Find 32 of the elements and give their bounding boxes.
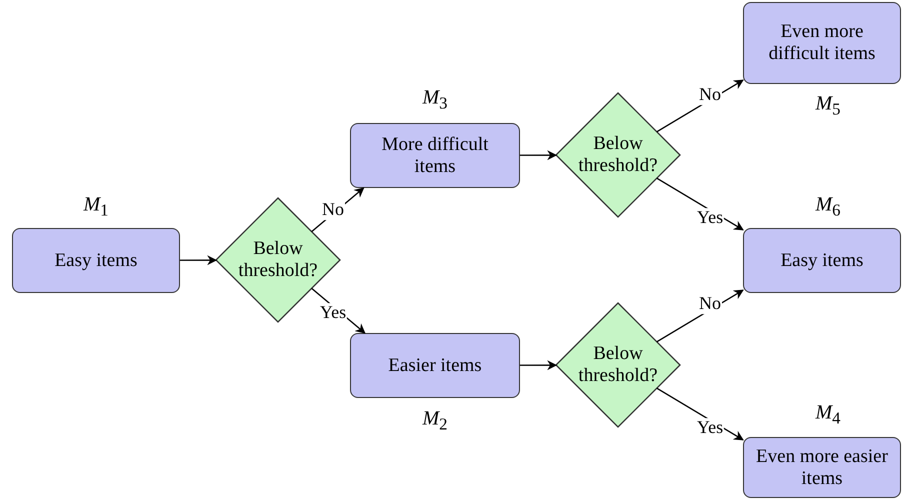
node-label: Below threshold? — [577, 133, 659, 177]
process-box — [350, 123, 520, 188]
node-label: More difficult items — [380, 134, 490, 178]
arrow — [656, 80, 744, 132]
decision-diamond — [556, 93, 680, 217]
process-box — [350, 333, 520, 398]
model-label: M$_{2}$ — [422, 408, 448, 434]
model-label: M$_{3}$ — [422, 86, 448, 114]
node-label: Below threshold? — [237, 238, 319, 282]
node-label: Easy items — [780, 250, 864, 272]
node-label: Even more easier items — [755, 446, 889, 490]
process-box — [743, 228, 901, 293]
process-box — [743, 2, 901, 84]
node-label: Even more difficult items — [768, 21, 876, 65]
node-label: Easy items — [54, 250, 138, 272]
arrow — [656, 290, 744, 342]
model-label: M$_{1}$ — [84, 194, 108, 220]
process-box — [743, 437, 901, 498]
node-label: Below threshold? — [577, 343, 659, 387]
edge-label: No — [698, 294, 722, 314]
arrow — [180, 255, 218, 266]
edge-label: No — [321, 200, 345, 220]
arrow — [520, 150, 558, 160]
node-label: Easier items — [387, 354, 483, 376]
decision-diamond — [556, 303, 680, 427]
model-label: M$_{6}$ — [816, 194, 840, 220]
model-label: M$_{5}$ — [816, 92, 840, 120]
model-label: M$_{4}$ — [816, 402, 840, 428]
arrow — [311, 187, 364, 232]
process-box — [12, 228, 180, 293]
edge-label: No — [698, 85, 722, 105]
arrow — [520, 360, 558, 370]
